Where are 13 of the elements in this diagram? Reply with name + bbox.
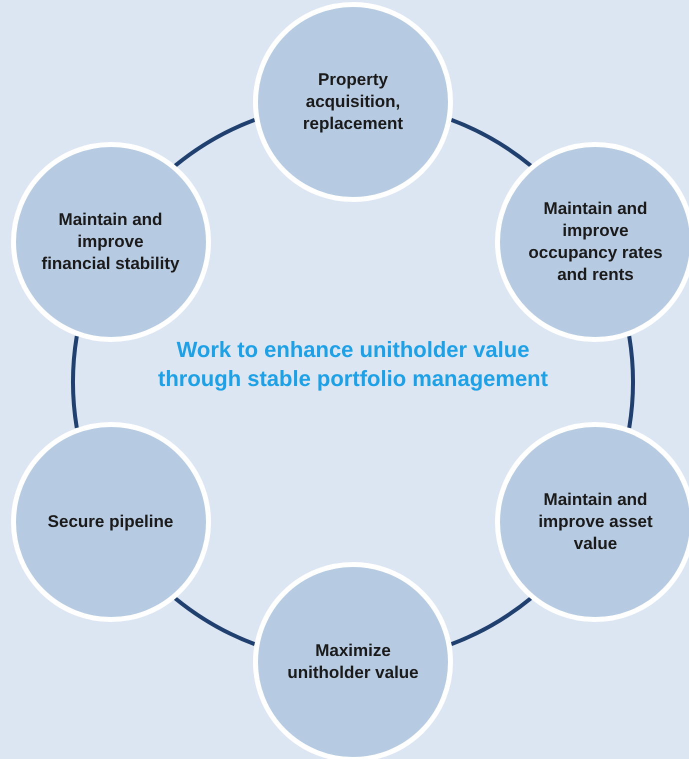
connector-arc xyxy=(450,118,532,168)
node-label: Property acquisition, replacement xyxy=(302,68,404,136)
connector-arc xyxy=(71,336,79,428)
node-label: Maintain and improve occupancy rates and rents xyxy=(527,198,664,286)
connector-arc xyxy=(174,596,256,646)
node-label: Maintain and improve financial stability xyxy=(42,208,180,276)
connector-arc xyxy=(627,336,635,428)
connector-arc xyxy=(450,596,532,646)
node-label: Maintain and improve asset value xyxy=(537,488,654,556)
center-statement: Work to enhance unitholder value through stable portfolio management xyxy=(157,336,549,393)
node-label: Secure pipeline xyxy=(48,510,174,533)
connector-arc xyxy=(174,118,256,168)
node-label: Maximize unitholder value xyxy=(286,640,420,684)
